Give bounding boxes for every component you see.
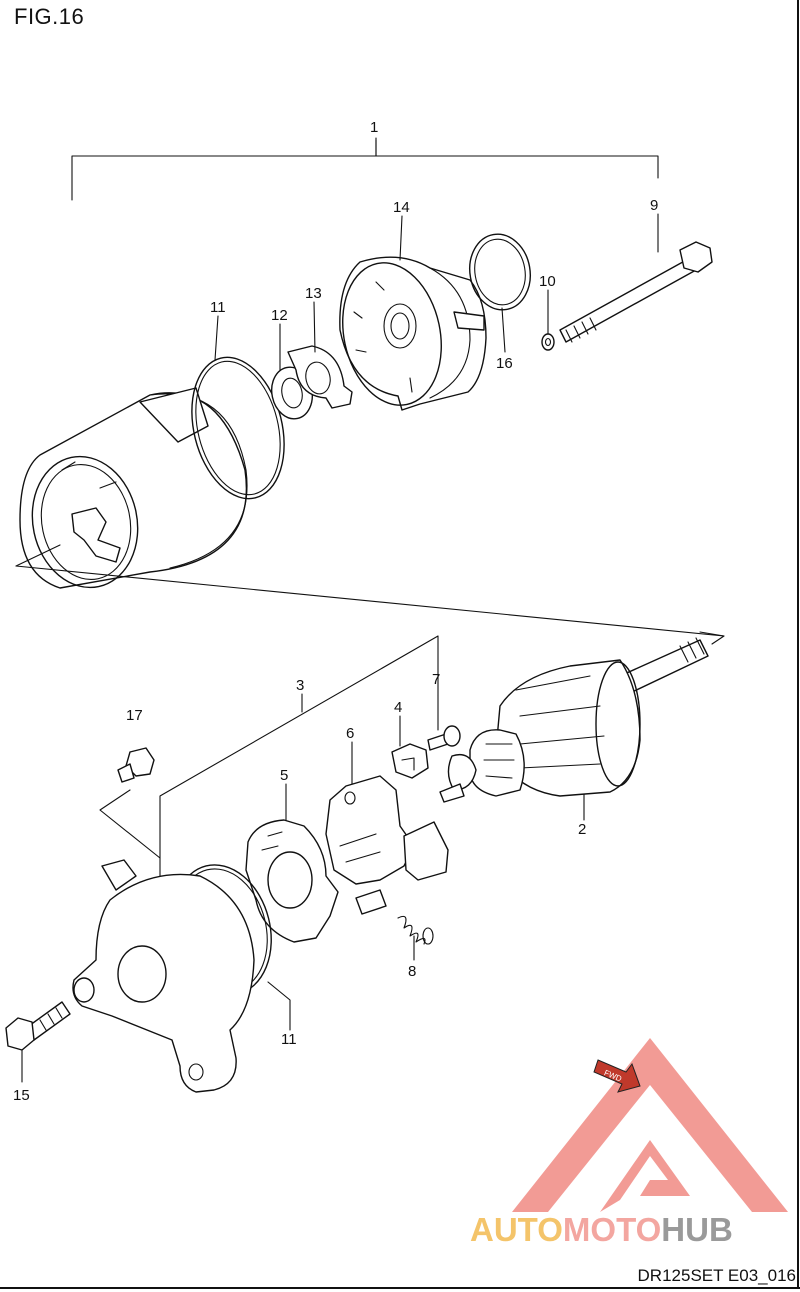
watermark-text-hub: HUB (661, 1211, 733, 1248)
callout-11-top: 11 (210, 299, 226, 316)
callout-10: 10 (539, 273, 556, 290)
callout-4: 4 (394, 699, 402, 716)
brush-plate-5 (245, 819, 339, 943)
watermark-text-moto: MOTO (563, 1211, 661, 1248)
callout-6: 6 (346, 725, 354, 742)
screw-7 (427, 725, 461, 751)
watermark-triangle (512, 1038, 788, 1212)
figure-code: DR125SET E03_016 (637, 1266, 796, 1285)
callout-8: 8 (408, 963, 416, 980)
brush-holder-4 (391, 743, 429, 779)
front-cover-3 (72, 859, 255, 1093)
armature-2 (439, 637, 709, 803)
callout-15: 15 (13, 1087, 30, 1104)
callout-12: 12 (271, 307, 288, 324)
brush-plate-6 (325, 775, 449, 915)
through-bolt-9 (559, 241, 713, 343)
watermark-g-shape (600, 1140, 690, 1212)
bolt-15 (5, 1001, 71, 1051)
spring-8 (397, 915, 434, 945)
o-ring-11-top (191, 356, 285, 500)
leader-lines (15, 137, 725, 1083)
figure-title: FIG.16 (14, 4, 85, 29)
callout-2: 2 (578, 821, 586, 838)
callout-11-bottom: 11 (281, 1031, 297, 1048)
callout-13: 13 (305, 285, 322, 302)
o-ring-16 (469, 233, 531, 311)
callout-5: 5 (280, 767, 288, 784)
callout-7: 7 (432, 671, 440, 688)
assembly-bracket-1 (71, 139, 659, 201)
end-cover-14 (339, 256, 487, 411)
washer-10 (541, 333, 555, 351)
starter-yoke-housing (19, 387, 248, 589)
callout-17: 17 (126, 707, 143, 724)
callout-labels: 1 9 14 11 12 13 10 16 3 7 4 17 6 5 2 8 1… (13, 119, 658, 1104)
bolt-17 (117, 747, 155, 783)
callout-16: 16 (496, 355, 513, 372)
watermark-logo: FWD AUTOMOTOHUB (470, 1038, 788, 1248)
callout-1: 1 (370, 119, 378, 136)
lock-plate-13 (287, 345, 353, 409)
watermark-text-auto: AUTO (470, 1211, 563, 1248)
callout-14: 14 (393, 199, 410, 216)
callout-9: 9 (650, 197, 658, 214)
callout-3: 3 (296, 677, 304, 694)
svg-text:AUTOMOTOHUB: AUTOMOTOHUB (470, 1211, 733, 1248)
